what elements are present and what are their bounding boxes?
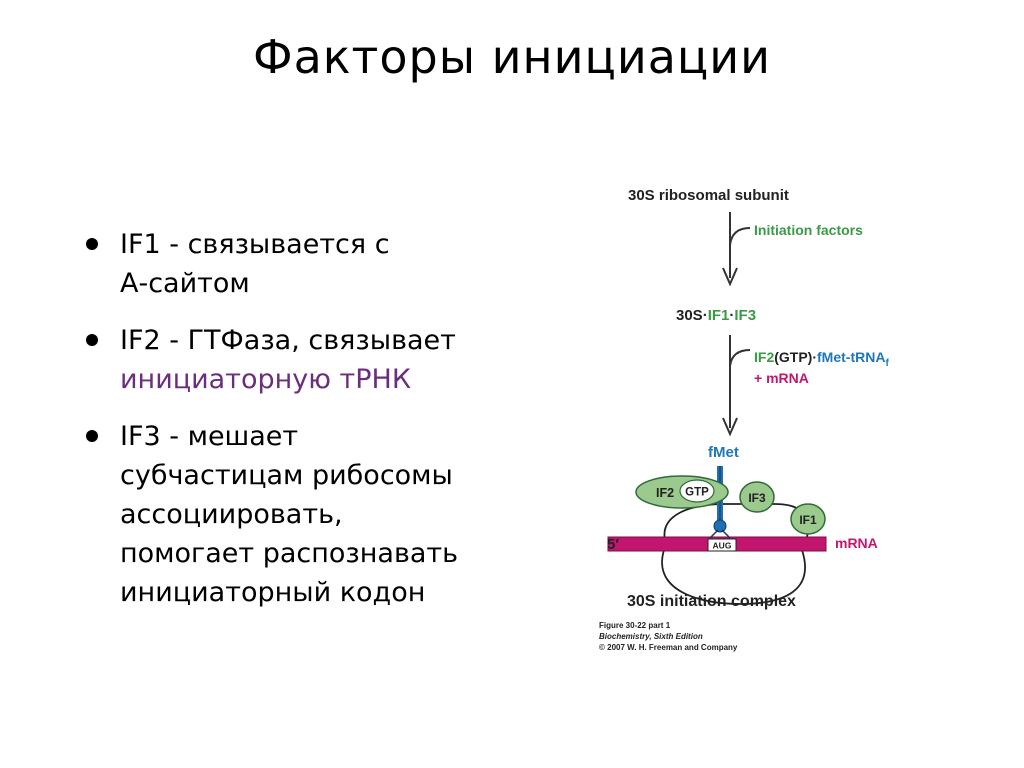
initiation-figure: 30S ribosomal subunit Initiation factors… [580,170,910,664]
label-30s: 30S [676,307,703,324]
dot-sep: · [729,307,734,324]
trna-anticodon-icon [713,519,727,533]
subunit-upper [663,503,810,541]
bullet-dot-icon [86,238,98,250]
label-plus-mrna: + mRNA [754,370,809,386]
label-fmet: fMet [708,444,739,461]
bullet-if2: IF2 - ГТФаза, связывает инициаторную тРН… [86,321,556,399]
label-aug: AUG [713,541,732,551]
if3-oval [739,481,775,513]
arrow-head-icon [722,417,738,437]
bullet-list: IF1 - связывается с А-сайтом IF2 - ГТФаз… [86,225,556,630]
bullet-line: ассоциировать, [120,499,343,530]
bullet-line: IF3 - мешает [120,421,299,452]
bullet-line: IF1 - связывается с [120,229,390,260]
bullet-line: помогает распознавать [120,538,459,569]
label-oval-if1: IF1 [799,513,817,527]
arrow-head-icon [722,267,738,287]
subunit-lower [661,549,806,605]
gtp-oval [679,479,715,503]
bullet-line: IF2 - ГТФаза, связывает [120,325,456,356]
trna-legs [709,529,731,539]
caption-line: Biochemistry, Sixth Edition [599,632,703,641]
label-fmet-trna: fMet-tRNA [817,349,885,365]
arrow-branch [729,227,751,246]
intermediate-complex: 30S·IF1·IF3 [676,307,756,324]
bullet-line: А-сайтом [120,268,250,299]
bullet-if3: IF3 - мешает субчастицам рибосомы ассоци… [86,417,556,612]
label-gtp: (GTP) [774,349,812,365]
label-oval-if3: IF3 [748,491,766,505]
bullet-highlight: инициаторную тРНК [120,364,412,395]
caption-line: © 2007 W. H. Freeman and Company [599,643,738,652]
label-if2: IF2 [754,349,774,365]
slide-title: Факторы инициации [252,30,771,84]
bullet-dot-icon [86,430,98,442]
bullet-dot-icon [86,334,98,346]
label-subscript-f: f [885,358,889,369]
initiation-diagram: 30S ribosomal subunit Initiation factors… [599,187,889,652]
if1-oval [790,503,826,535]
label-oval-gtp: GTP [685,487,709,499]
bullet-line: субчастицам рибосомы [120,460,453,491]
bullet-line: инициаторный кодон [120,577,426,608]
label-initiation-factors: Initiation factors [754,222,863,238]
dot-sep: · [703,307,708,324]
label-5prime: 5′ [607,536,619,553]
label-if1: IF1 [708,307,730,324]
label-oval-if2: IF2 [656,486,674,500]
aug-box [707,538,737,552]
label-if3: IF3 [734,307,756,324]
bullet-if1: IF1 - связывается с А-сайтом [86,225,556,303]
label-30s-subunit: 30S ribosomal subunit [628,187,789,204]
label-step2: IF2(GTP)·fMet-tRNAf [754,349,889,369]
label-initiation-complex: 30S initiation complex [627,593,796,610]
label-mrna: mRNA [835,535,878,551]
dot-sep: · [812,349,817,365]
arrow-branch [729,349,751,367]
caption-line: Figure 30-22 part 1 [599,621,671,630]
